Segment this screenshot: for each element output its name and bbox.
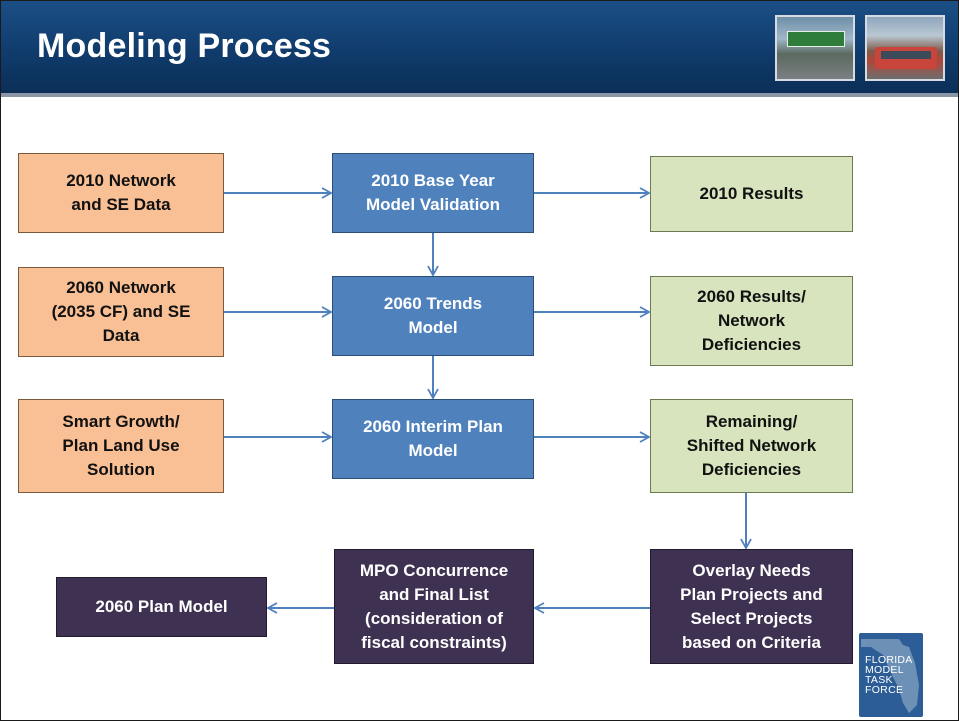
node-smart-growth: Smart Growth/ Plan Land Use Solution (18, 399, 224, 493)
node-2010-base-year-model: 2010 Base Year Model Validation (332, 153, 534, 233)
node-2060-results: 2060 Results/ Network Deficiencies (650, 276, 853, 366)
florida-map-icon (861, 639, 919, 713)
logo-text: FLORIDA MODEL TASK FORCE (865, 654, 913, 696)
bus-window-icon (881, 51, 931, 59)
highway-sign-icon (787, 31, 845, 47)
node-2060-trends-model: 2060 Trends Model (332, 276, 534, 356)
node-remaining-deficiencies: Remaining/ Shifted Network Deficiencies (650, 399, 853, 493)
highway-photo (775, 15, 855, 81)
node-2010-results: 2010 Results (650, 156, 853, 232)
header-rule (1, 93, 958, 97)
node-2060-network-se-data: 2060 Network (2035 CF) and SE Data (18, 267, 224, 357)
node-2060-interim-plan-model: 2060 Interim Plan Model (332, 399, 534, 479)
node-mpo-concurrence: MPO Concurrence and Final List (consider… (334, 549, 534, 664)
node-2010-network-se-data: 2010 Network and SE Data (18, 153, 224, 233)
header-bar: Modeling Process (1, 1, 958, 93)
node-overlay-needs: Overlay Needs Plan Projects and Select P… (650, 549, 853, 664)
node-2060-plan-model: 2060 Plan Model (56, 577, 267, 637)
florida-model-task-force-logo: FLORIDA MODEL TASK FORCE (859, 633, 923, 717)
slide-title: Modeling Process (37, 27, 332, 65)
bus-photo (865, 15, 945, 81)
